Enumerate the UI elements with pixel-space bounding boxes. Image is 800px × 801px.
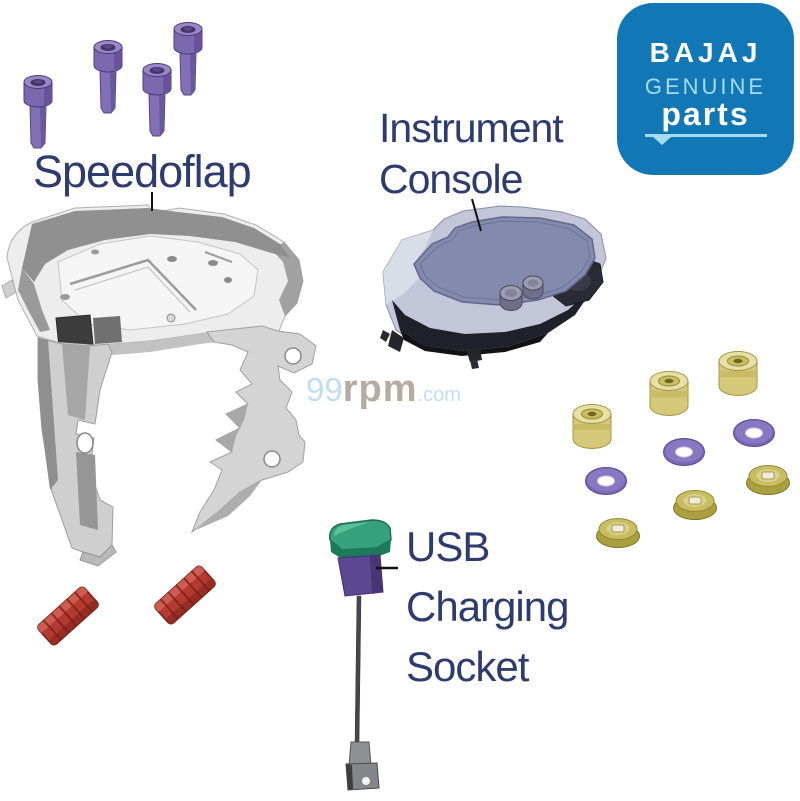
console-button-2 [522, 275, 544, 300]
logo-parts-text: parts [661, 96, 750, 132]
usb-charging-socket-part [328, 519, 392, 791]
usb-connector-neck [348, 741, 372, 767]
watermark-brand: rpm [342, 368, 418, 410]
usb-cap-band [330, 540, 391, 559]
instrument-console-label: Instrument Console [379, 103, 564, 205]
instrument-console-label-line2: Console [379, 156, 523, 202]
grommets-group [572, 351, 758, 449]
nut-2 [673, 490, 717, 520]
screw-2 [93, 40, 123, 114]
watermark: 99rpm.com [306, 368, 461, 411]
watermark-prefix: 99 [306, 371, 343, 408]
logo-brand-text: BAJAJ [649, 37, 762, 68]
usb-label-line3: Socket [406, 643, 529, 690]
washer-3 [733, 419, 775, 447]
console-pointer-line [471, 198, 482, 232]
bajaj-genuine-parts-logo: BAJAJ GENUINE parts [617, 3, 794, 175]
console-button-1 [499, 285, 523, 311]
logo-underline [644, 134, 767, 145]
speedoflap-right-wing [190, 325, 317, 534]
logo-genuine-text: GENUINE [644, 74, 767, 99]
watermark-suffix: .com [417, 384, 461, 406]
usb-label-line1: USB [406, 523, 490, 570]
washer-2 [663, 438, 705, 466]
grommet-3 [718, 351, 758, 396]
usb-charging-socket-label: USB Charging Socket [406, 517, 569, 697]
grommet-2 [649, 371, 689, 416]
speedoflap-label: Speedoflap [33, 146, 252, 197]
instrument-console-label-line1: Instrument [379, 105, 564, 151]
nut-1 [596, 518, 640, 548]
usb-cable [354, 595, 362, 745]
screw-1 [23, 75, 53, 149]
speedoflap-left-leg [37, 337, 117, 567]
pointer-lines [151, 192, 482, 570]
screws-group [23, 22, 203, 149]
usb-label-line2: Charging [406, 583, 569, 630]
damper-2 [152, 563, 218, 627]
logo-arrow-icon [652, 137, 671, 145]
nut-3 [746, 465, 790, 495]
instrument-console-part [380, 205, 607, 369]
screw-3 [142, 63, 172, 137]
dampers-group [35, 563, 218, 648]
damper-1 [35, 584, 101, 648]
speedoflap-part [1, 204, 317, 567]
screw-4 [173, 22, 203, 96]
washer-1 [585, 467, 627, 495]
grommet-1 [572, 404, 612, 449]
